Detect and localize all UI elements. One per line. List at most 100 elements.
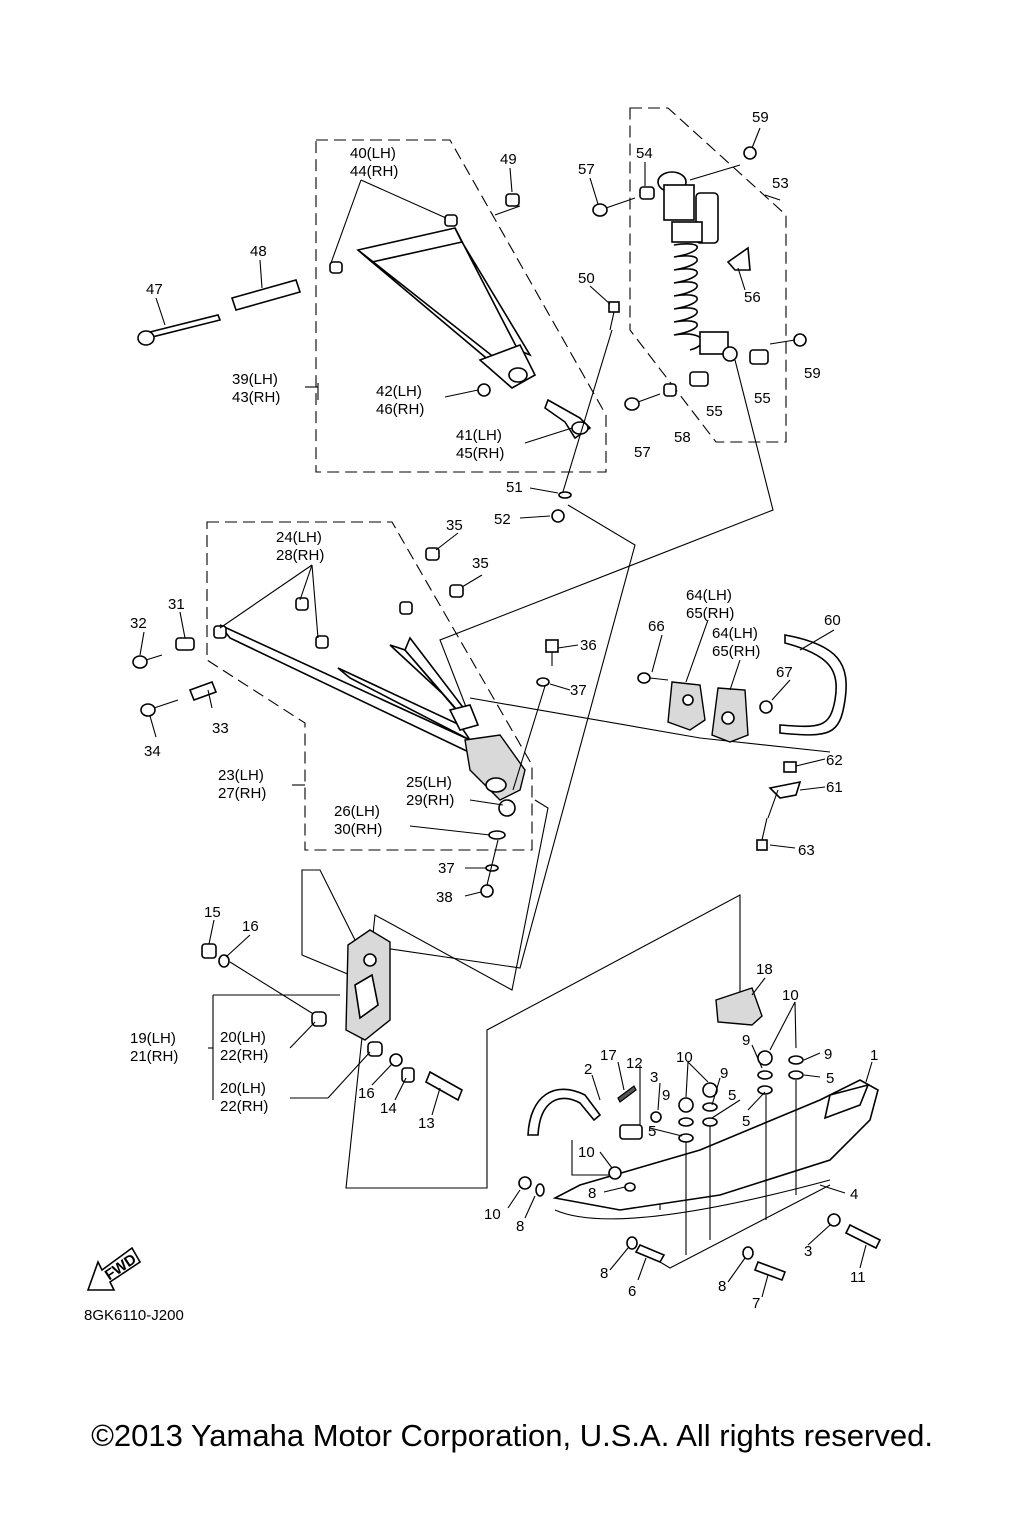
- callout-2: 2: [584, 1061, 592, 1078]
- callout-58: 58: [674, 429, 691, 446]
- callout-3-top: 3: [650, 1069, 658, 1086]
- callout-1: 1: [870, 1047, 878, 1064]
- bolt-66: [637, 672, 669, 684]
- nut-59-top: [743, 146, 757, 160]
- callout-55-left: 55: [706, 403, 723, 420]
- collar-54: [639, 186, 655, 200]
- runner-4: [554, 1179, 831, 1269]
- callout-9-left: 9: [742, 1032, 750, 1049]
- callout-64-top: 64(LH): [686, 587, 732, 604]
- ski-saddle-3: [619, 1124, 643, 1140]
- callout-62: 62: [826, 752, 843, 769]
- bushing-55-right: [749, 349, 769, 365]
- callout-9-right: 9: [824, 1046, 832, 1063]
- callout-18: 18: [756, 961, 773, 978]
- callout-65-top: 65(RH): [686, 605, 734, 622]
- upper-arm-spacer-48: [230, 279, 302, 311]
- washers-8: [535, 1182, 841, 1260]
- diagram-code: 8GK6110-J200: [84, 1307, 184, 1324]
- callout-23: 23(LH): [218, 767, 264, 784]
- nut-67: [759, 700, 773, 714]
- bolt-6: [634, 1243, 666, 1264]
- upper-arm-bushings: [329, 193, 520, 274]
- callout-35-top: 35: [446, 517, 463, 534]
- ski-bolts: [685, 1080, 797, 1255]
- callout-51: 51: [506, 479, 523, 496]
- nut-52: [551, 509, 565, 523]
- copyright-notice: ©2013 Yamaha Motor Corporation, U.S.A. A…: [91, 1418, 933, 1453]
- shock-group-box: [629, 107, 787, 443]
- callout-3-bottom: 3: [804, 1243, 812, 1260]
- callout-41: 41(LH): [456, 427, 502, 444]
- fwd-arrow-icon: FWD: [86, 1246, 142, 1291]
- callout-15: 15: [204, 904, 221, 921]
- ball-joint-25: [498, 799, 516, 817]
- callout-20-bottom: 20(LH): [220, 1080, 266, 1097]
- bolt-34: [140, 699, 179, 717]
- callout-45: 45(RH): [456, 445, 504, 462]
- callout-10-left: 10: [578, 1144, 595, 1161]
- shock-collar-56: [726, 246, 751, 271]
- callout-67: 67: [776, 664, 793, 681]
- callout-30: 30(RH): [334, 821, 382, 838]
- callout-8-right: 8: [718, 1278, 726, 1295]
- lower-arm-bushings: [213, 547, 464, 649]
- callout-47: 47: [146, 281, 163, 298]
- lower-arm-group-box: [206, 521, 533, 851]
- callout-57-top: 57: [578, 161, 595, 178]
- wear-bar-18: [715, 987, 763, 1026]
- callout-63: 63: [798, 842, 815, 859]
- callout-54: 54: [636, 145, 653, 162]
- callout-17: 17: [600, 1047, 617, 1064]
- callout-31: 31: [168, 596, 185, 613]
- spacer-15: [201, 943, 217, 959]
- washer-16-right: [389, 1053, 403, 1067]
- ski-spindle: [345, 929, 391, 1041]
- callout-33: 33: [212, 720, 229, 737]
- bolt-7: [753, 1260, 787, 1282]
- washer-51: [558, 491, 572, 499]
- callout-48: 48: [250, 243, 267, 260]
- callout-37-top: 37: [570, 682, 587, 699]
- callout-9-low: 9: [662, 1087, 670, 1104]
- spacer-14: [401, 1067, 415, 1083]
- callout-5-mid: 5: [728, 1087, 736, 1104]
- ski-handle-2: [527, 1088, 602, 1136]
- callout-labels: 59 54 57 53 56 49 40(LH) 44(RH) 48 47 50…: [130, 109, 878, 1312]
- bracket-64-left: [667, 681, 706, 731]
- washer-37-top: [536, 677, 550, 687]
- callout-16-right: 16: [358, 1085, 375, 1102]
- washer-30: [488, 830, 506, 840]
- callout-19: 19(LH): [130, 1030, 176, 1047]
- callout-25: 25(LH): [406, 774, 452, 791]
- callout-22-bottom: 22(RH): [220, 1098, 268, 1115]
- callout-55-right: 55: [754, 390, 771, 407]
- callout-8-mid: 8: [588, 1185, 596, 1202]
- callout-50: 50: [578, 270, 595, 287]
- callout-40: 40(LH): [350, 145, 396, 162]
- callout-60: 60: [824, 612, 841, 629]
- nut-38: [480, 884, 494, 898]
- callout-66: 66: [648, 618, 665, 635]
- ski-1: [552, 1079, 879, 1211]
- callout-22-top: 22(RH): [220, 1047, 268, 1064]
- callout-35-bottom: 35: [472, 555, 489, 572]
- bolt-32: [132, 654, 163, 669]
- callout-56: 56: [744, 289, 761, 306]
- callout-61: 61: [826, 779, 843, 796]
- callout-13: 13: [418, 1115, 435, 1132]
- upper-a-arm: [356, 227, 537, 389]
- callout-5-right: 5: [826, 1070, 834, 1087]
- callout-14: 14: [380, 1100, 397, 1117]
- bracket-64-right: [711, 687, 749, 743]
- callout-20-top: 20(LH): [220, 1029, 266, 1046]
- connector-lower-arm-to-spindle: [345, 799, 741, 1189]
- stabilizer-bar-60: [779, 634, 847, 736]
- callout-59-top: 59: [752, 109, 769, 126]
- callout-34: 34: [144, 743, 161, 760]
- connector-upper-arm-to-spindle: [301, 504, 636, 981]
- upper-arm-bolt-47: [137, 314, 222, 346]
- callout-10-top: 10: [782, 987, 799, 1004]
- callout-52: 52: [494, 511, 511, 528]
- callout-29: 29(RH): [406, 792, 454, 809]
